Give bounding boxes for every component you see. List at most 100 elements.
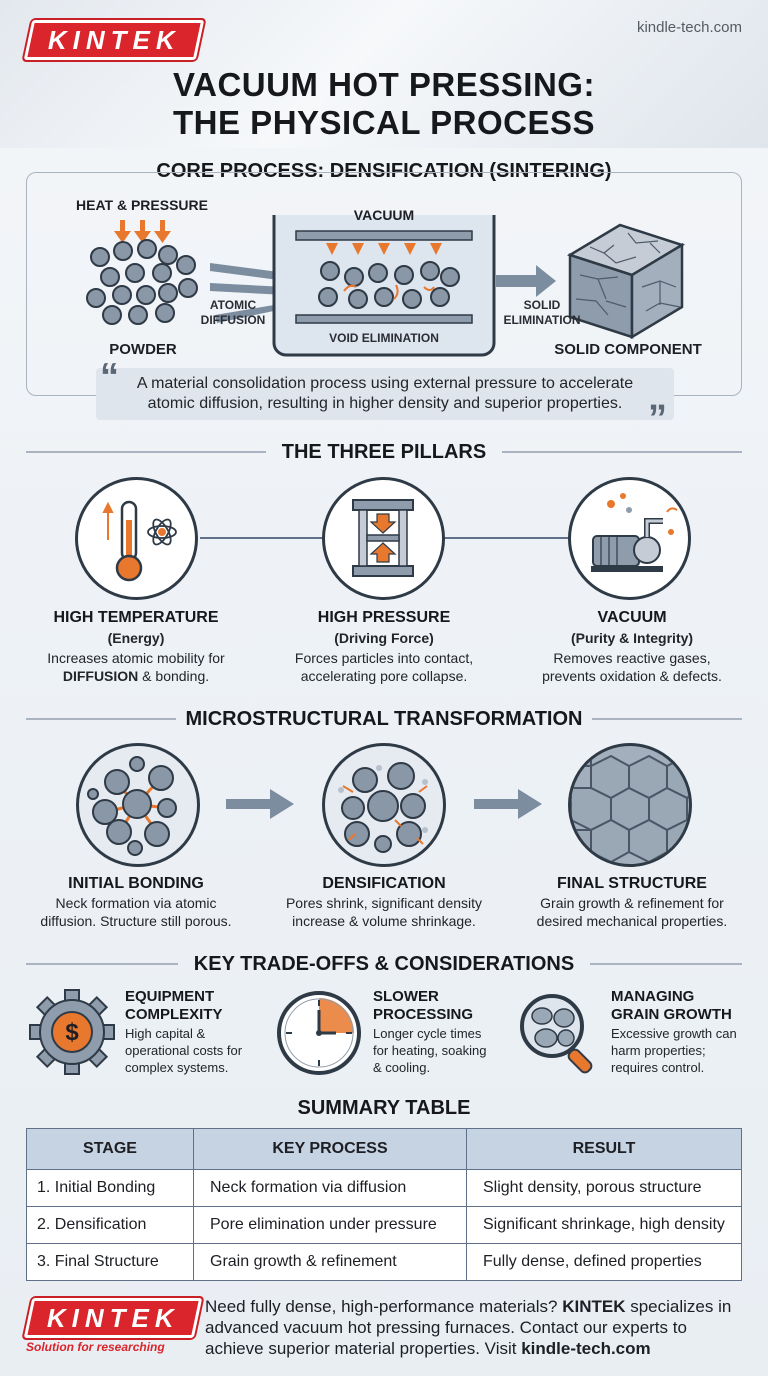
table-header-row: STAGE KEY PROCESS RESULT bbox=[26, 1128, 742, 1170]
pillar-desc: accelerating pore collapse. bbox=[300, 668, 468, 684]
footer-cta: Need fully dense, high-performance mater… bbox=[205, 1296, 753, 1359]
core-diagram bbox=[86, 215, 686, 357]
tradeoff-desc: Excessive growth can bbox=[611, 1026, 737, 1041]
heat-arrows-icon bbox=[114, 220, 171, 243]
pillar-circle-temperature bbox=[75, 477, 198, 600]
pillar-subtitle: (Driving Force) bbox=[334, 630, 434, 646]
divider bbox=[26, 718, 176, 720]
divider bbox=[592, 718, 742, 720]
elimination-label: ELIMINATION bbox=[503, 313, 581, 327]
tradeoff-title: PROCESSING bbox=[373, 1006, 474, 1023]
tradeoffs-heading: KEY TRADE-OFFS & CONSIDERATIONS bbox=[193, 953, 575, 975]
tradeoff-desc: harm properties; bbox=[611, 1043, 706, 1058]
table-cell: Neck formation via diffusion bbox=[193, 1169, 467, 1207]
atomic-label: ATOMIC bbox=[209, 298, 257, 312]
pillar-desc: Removes reactive gases, bbox=[553, 650, 711, 666]
micro-desc: Neck formation via atomic bbox=[55, 895, 217, 911]
table-header-cell: KEY PROCESS bbox=[193, 1128, 467, 1170]
pillar-circle-vacuum bbox=[568, 477, 691, 600]
table-cell: Significant shrinkage, high density bbox=[466, 1206, 742, 1244]
pillar-desc: Forces particles into contact, bbox=[294, 650, 474, 666]
table-row: 2. Densification Pore elimination under … bbox=[26, 1206, 742, 1244]
powder-label: POWDER bbox=[109, 341, 177, 358]
kintek-logo[interactable]: KINTEK bbox=[23, 20, 205, 60]
cta-brand: KINTEK bbox=[562, 1297, 626, 1316]
divider bbox=[26, 963, 178, 965]
solid-cube-icon bbox=[566, 223, 686, 340]
tradeoff-title: EQUIPMENT bbox=[125, 988, 215, 1005]
micro-desc: Grain growth & refinement for bbox=[540, 895, 724, 911]
tradeoff-title: MANAGING bbox=[611, 988, 695, 1005]
footer-kintek-logo[interactable]: KINTEK bbox=[23, 1298, 203, 1338]
cta-link[interactable]: kindle-tech.com bbox=[521, 1339, 651, 1358]
tradeoff-title: COMPLEXITY bbox=[125, 1006, 223, 1023]
pillar-title: VACUUM bbox=[597, 609, 667, 626]
heat-pressure-label: HEAT & PRESSURE bbox=[76, 197, 208, 213]
page-title-line1: VACUUM HOT PRESSING: bbox=[173, 66, 595, 103]
micro-desc: diffusion. Structure still porous. bbox=[40, 913, 232, 929]
flow-arrows-icon bbox=[210, 263, 302, 323]
dollar-gear-icon: $ bbox=[29, 989, 115, 1075]
divider bbox=[590, 963, 742, 965]
divider bbox=[502, 451, 742, 453]
table-row: 3. Final Structure Grain growth & refine… bbox=[26, 1243, 742, 1281]
quote-open-icon: “ bbox=[100, 356, 119, 398]
magnifier-icon bbox=[520, 994, 593, 1074]
diffusion-emphasis: DIFFUSION bbox=[62, 668, 139, 684]
summary-table-wrap: STAGE KEY PROCESS RESULT 1. Initial Bond… bbox=[26, 1128, 742, 1281]
micro-title: INITIAL BONDING bbox=[68, 875, 204, 892]
tradeoff-desc: for heating, soaking bbox=[373, 1043, 487, 1058]
pillar-subtitle: (Purity & Integrity) bbox=[570, 630, 694, 646]
table-header-cell: STAGE bbox=[26, 1128, 194, 1170]
diffusion-label: DIFFUSION bbox=[200, 313, 266, 327]
lower-platen bbox=[295, 314, 473, 324]
divider bbox=[26, 451, 266, 453]
cta-text: specializes in bbox=[625, 1297, 732, 1316]
pillar-desc: DIFFUSION & bonding. bbox=[0, 667, 272, 685]
pillar-title: HIGH PRESSURE bbox=[317, 609, 451, 626]
micro-heading: MICROSTRUCTURAL TRANSFORMATION bbox=[185, 708, 583, 730]
thermometer-atom-icon bbox=[102, 500, 177, 582]
quote-line1: A material consolidation process using e… bbox=[136, 375, 634, 392]
micro-title: DENSIFICATION bbox=[322, 875, 446, 892]
pillar-desc-rest: & bonding. bbox=[138, 668, 210, 684]
pressure-arrows-icon bbox=[326, 243, 442, 255]
tradeoff-desc: complex systems. bbox=[125, 1060, 229, 1075]
grain-structure-icon bbox=[571, 746, 689, 864]
stage-arrow-icon bbox=[474, 789, 542, 819]
void-elimination-label: VOID ELIMINATION bbox=[329, 331, 439, 345]
cta-text: achieve superior material properties. Vi… bbox=[205, 1339, 522, 1358]
vacuum-pump-icon bbox=[591, 493, 678, 572]
table-cell: 2. Densification bbox=[26, 1206, 194, 1244]
micro-desc: Pores shrink, significant density bbox=[285, 895, 483, 911]
cta-line1: Need fully dense, high-performance mater… bbox=[205, 1296, 753, 1317]
tradeoff-title: SLOWER bbox=[373, 988, 439, 1005]
table-cell: Fully dense, defined properties bbox=[466, 1243, 742, 1281]
micro-circle-densification bbox=[322, 743, 446, 867]
site-url[interactable]: kindle-tech.com bbox=[636, 19, 742, 36]
core-heading: CORE PROCESS: DENSIFICATION (SINTERING) bbox=[156, 160, 612, 182]
tagline: Solution for researching bbox=[26, 1340, 165, 1354]
powder-particles bbox=[86, 239, 198, 325]
stage-arrow-icon bbox=[226, 789, 294, 819]
svg-text:$: $ bbox=[65, 1019, 79, 1046]
pillars-heading: THE THREE PILLARS bbox=[281, 441, 487, 463]
tradeoff-desc: Longer cycle times bbox=[373, 1026, 482, 1041]
table-cell: 1. Initial Bonding bbox=[26, 1169, 194, 1207]
page-title-line2: THE PHYSICAL PROCESS bbox=[173, 104, 595, 141]
tradeoff-desc: requires control. bbox=[611, 1060, 705, 1075]
table-row: 1. Initial Bonding Neck formation via di… bbox=[26, 1169, 742, 1207]
pillar-title: HIGH TEMPERATURE bbox=[53, 609, 219, 626]
pillar-subtitle: (Energy) bbox=[107, 630, 165, 646]
tradeoff-desc: & cooling. bbox=[373, 1060, 431, 1075]
quote-close-icon: ” bbox=[648, 398, 667, 440]
press-icon bbox=[352, 499, 414, 577]
table-header-cell: RESULT bbox=[466, 1128, 742, 1170]
tradeoff-desc: High capital & bbox=[125, 1026, 206, 1041]
upper-platen bbox=[295, 230, 473, 241]
table-heading: SUMMARY TABLE bbox=[297, 1097, 471, 1119]
micro-title: FINAL STRUCTURE bbox=[557, 875, 707, 892]
cta-text: Need fully dense, high-performance mater… bbox=[205, 1297, 563, 1316]
micro-desc: desired mechanical properties. bbox=[536, 913, 728, 929]
densification-icon bbox=[338, 762, 428, 853]
